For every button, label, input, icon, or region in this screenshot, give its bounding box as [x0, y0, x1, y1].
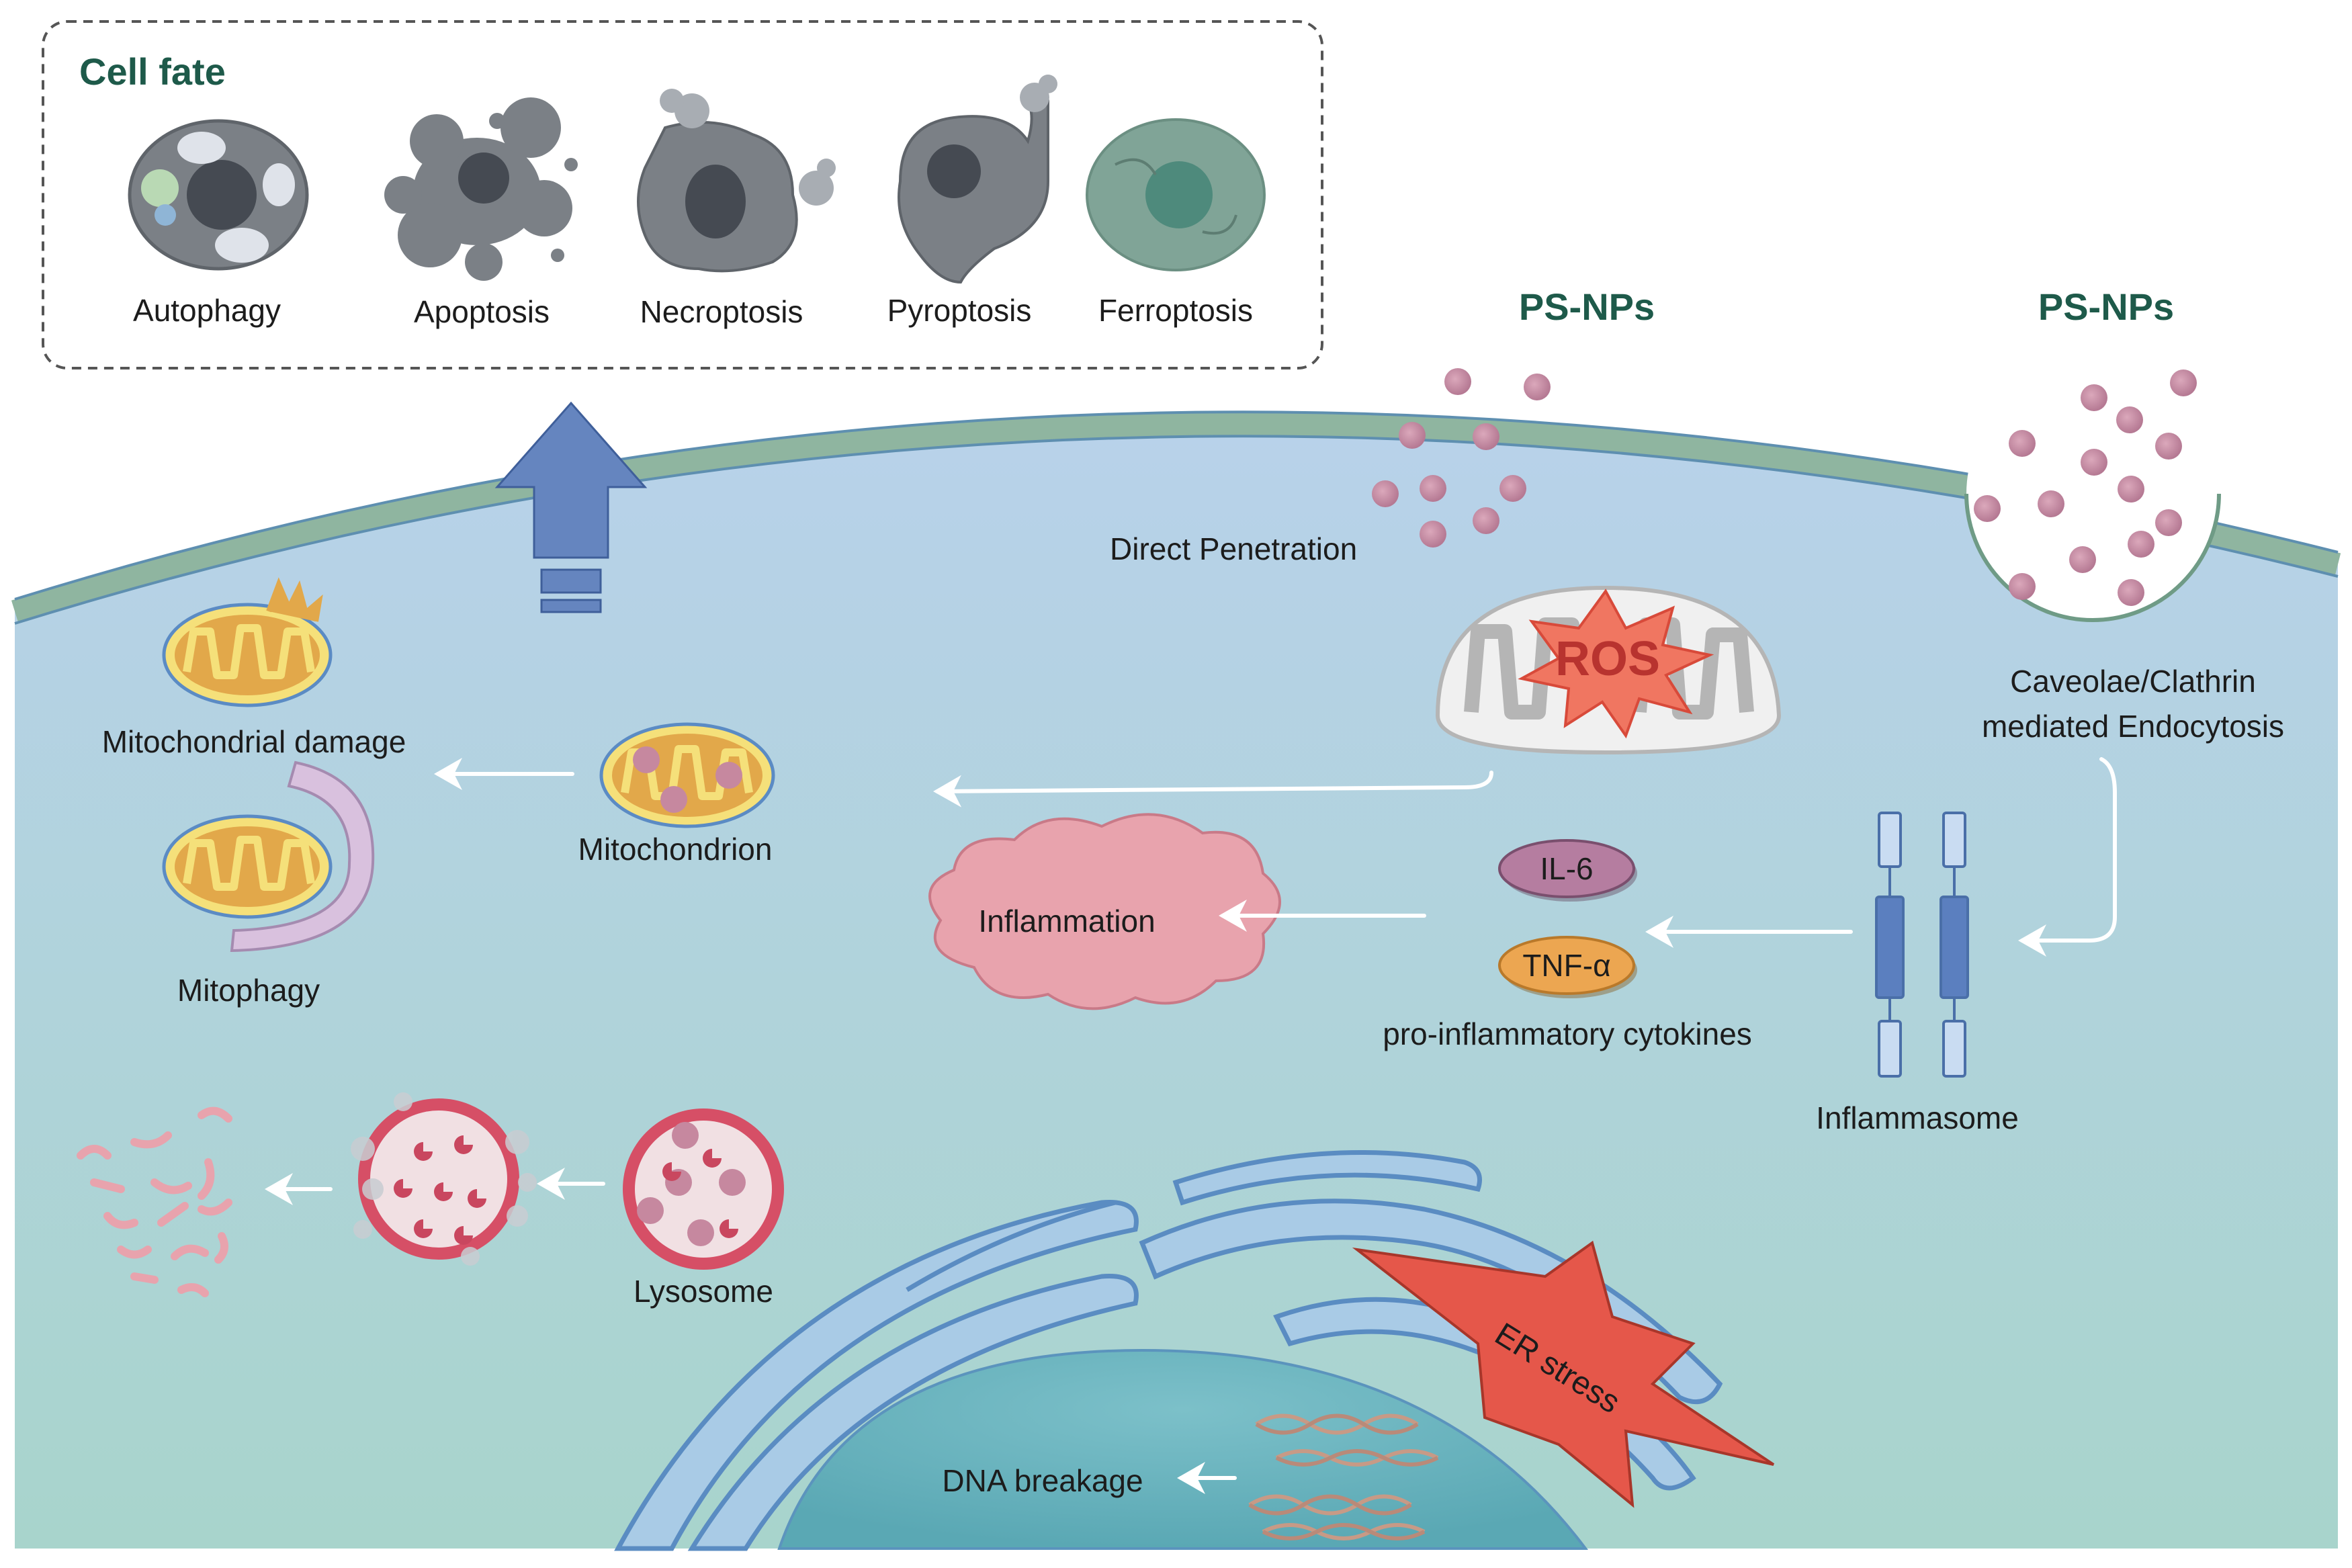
direct-penetration-label: Direct Penetration: [1110, 531, 1357, 566]
autophagy-cell-icon: [128, 119, 309, 271]
pyroptosis-cell-icon: [898, 75, 1057, 284]
tnf-label: TNF-α: [1522, 948, 1610, 983]
autophagy-label: Autophagy: [133, 293, 281, 328]
ros-mitochondrion: ROS: [1435, 585, 1782, 755]
mitochondrial-damage-label: Mitochondrial damage: [102, 724, 406, 759]
ps-nps-particles-endocytosis: [1974, 369, 2197, 606]
cytokines-label: pro-inflammatory cytokines: [1383, 1016, 1752, 1051]
inflammasome-label: Inflammasome: [1816, 1100, 2019, 1135]
endocytosis-label-line2: mediated Endocytosis: [1982, 709, 2284, 744]
cell-fate-title: Cell fate: [79, 50, 226, 93]
nucleus: [777, 1348, 1588, 1550]
necroptosis-cell-icon: [637, 89, 836, 273]
mitochondrion-with-particles: [599, 722, 775, 828]
ferroptosis-cell-icon: [1086, 118, 1266, 271]
apoptosis-label: Apoptosis: [414, 294, 550, 329]
lysosome-label: Lysosome: [634, 1274, 773, 1309]
flow-arrows: [265, 757, 2117, 1494]
ps-nps-endocytosis-title: PS-NPs: [2038, 286, 2174, 328]
lysosome: [623, 1108, 784, 1270]
mitophagy-label: Mitophagy: [177, 973, 320, 1008]
ps-nps-particles-direct: [1372, 368, 1551, 548]
necroptosis-label: Necroptosis: [640, 294, 803, 329]
inflammation-cloud: [928, 813, 1281, 1010]
endocytic-vesicle: [1964, 367, 2221, 622]
mitophagy: [162, 760, 375, 953]
inflammasome: [1875, 812, 1969, 1078]
endocytosis-label-line1: Caveolae/Clathrin: [2010, 664, 2256, 699]
degraded-debris: [77, 1106, 232, 1297]
il6-label: IL-6: [1540, 851, 1593, 886]
arrow-ros-to-left: [933, 771, 1493, 808]
up-arrow-icon: [494, 401, 648, 613]
inflammation-label: Inflammation: [978, 904, 1155, 939]
ps-nps-direct-title: PS-NPs: [1519, 286, 1655, 328]
pyroptosis-label: Pyroptosis: [887, 293, 1032, 328]
ros-label: ROS: [1555, 632, 1660, 686]
dna-strands: [1248, 1413, 1439, 1540]
ruptured-lysosome: [351, 1092, 537, 1266]
damaged-mitochondrion: [162, 577, 333, 707]
arrow-endocytosis-to-inflammasome: [2018, 757, 2117, 957]
apoptosis-cell-icon: [384, 97, 578, 281]
ferroptosis-label: Ferroptosis: [1098, 293, 1253, 328]
ros-burst-icon: [1518, 589, 1714, 739]
il6-badge: IL-6: [1498, 839, 1637, 902]
cell-fate-panel: Cell fate: [42, 20, 1323, 369]
dna-breakage-label: DNA breakage: [942, 1463, 1143, 1498]
mitochondrion-label: Mitochondrion: [578, 832, 773, 867]
er-stress-burst: ER stress: [1352, 1240, 1775, 1508]
tnf-badge: TNF-α: [1498, 936, 1637, 998]
